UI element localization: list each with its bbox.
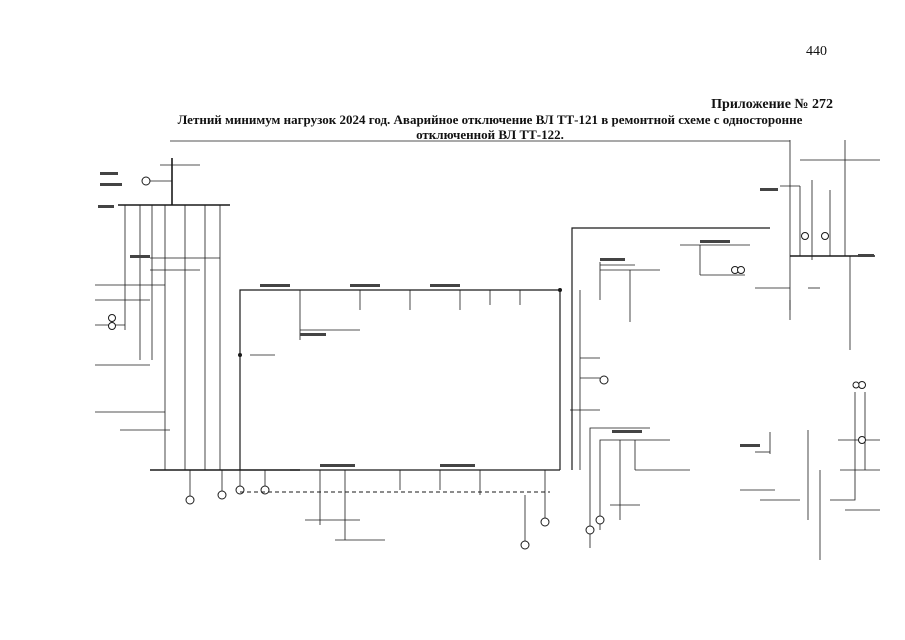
- title-line-1: Летний минимум нагрузок 2024 год. Аварий…: [177, 112, 803, 127]
- lower-bus-drops: [305, 470, 550, 550]
- label-mark: [320, 464, 355, 467]
- generator-1: [185, 495, 195, 505]
- generator-2: [217, 490, 227, 500]
- title-line-2: отключенной ВЛ ТТ-122.: [416, 127, 564, 142]
- transformer-bottom-right-1: [858, 381, 866, 389]
- page-number: 440: [806, 44, 827, 59]
- appendix-label: Приложение № 272: [711, 97, 833, 112]
- transformer-far-right-2: [821, 232, 829, 240]
- label-mark: [700, 240, 730, 243]
- far-right-group: [755, 140, 880, 350]
- label-mark: [100, 172, 118, 175]
- label-mark: [350, 284, 380, 287]
- central-right-group: [570, 227, 770, 470]
- generator-8: [585, 525, 595, 535]
- label-mark: [430, 284, 460, 287]
- transformer-bottom-right-2: [858, 436, 866, 444]
- label-mark: [98, 205, 114, 208]
- ring-left-top: [239, 289, 560, 470]
- generator-5: [520, 540, 530, 550]
- bottom-right-group: [740, 381, 880, 560]
- label-mark: [600, 258, 625, 261]
- transformer-left-mid-2: [108, 322, 116, 330]
- bottom-right-bus-2: [830, 470, 856, 501]
- label-mark: [260, 284, 290, 287]
- transformer-right-2: [737, 266, 745, 274]
- label-mark: [760, 188, 778, 191]
- illegible-labels: [98, 172, 874, 467]
- label-mark: [130, 255, 150, 258]
- transformer-far-right-1: [801, 232, 809, 240]
- transformer-left-mid: [108, 314, 116, 322]
- ring-node-corner: [558, 288, 562, 292]
- lower-right-feeder-1: [589, 427, 650, 548]
- generator-9: [595, 515, 605, 525]
- lower-left-group: [150, 469, 550, 505]
- diagram-title: Летний минимум нагрузок 2024 год. Аварий…: [150, 112, 830, 142]
- transformer-bottom-right-3: [852, 381, 860, 389]
- main-ring: [238, 288, 562, 471]
- label-mark: [858, 254, 874, 257]
- ring-node-left: [238, 353, 242, 357]
- right-trunk: [571, 227, 770, 470]
- label-mark: [740, 444, 760, 447]
- left-substation-group: [95, 158, 230, 470]
- transformer-left-top: [141, 176, 151, 186]
- label-mark: [440, 464, 475, 467]
- generator-6: [540, 517, 550, 527]
- generator-7: [599, 375, 609, 385]
- label-mark: [300, 333, 326, 336]
- generator-3: [235, 485, 245, 495]
- label-mark: [612, 430, 642, 433]
- label-mark: [100, 183, 122, 186]
- lower-right-group: [585, 427, 690, 548]
- lower-right-feeder-2: [599, 439, 670, 530]
- generator-4: [260, 485, 270, 495]
